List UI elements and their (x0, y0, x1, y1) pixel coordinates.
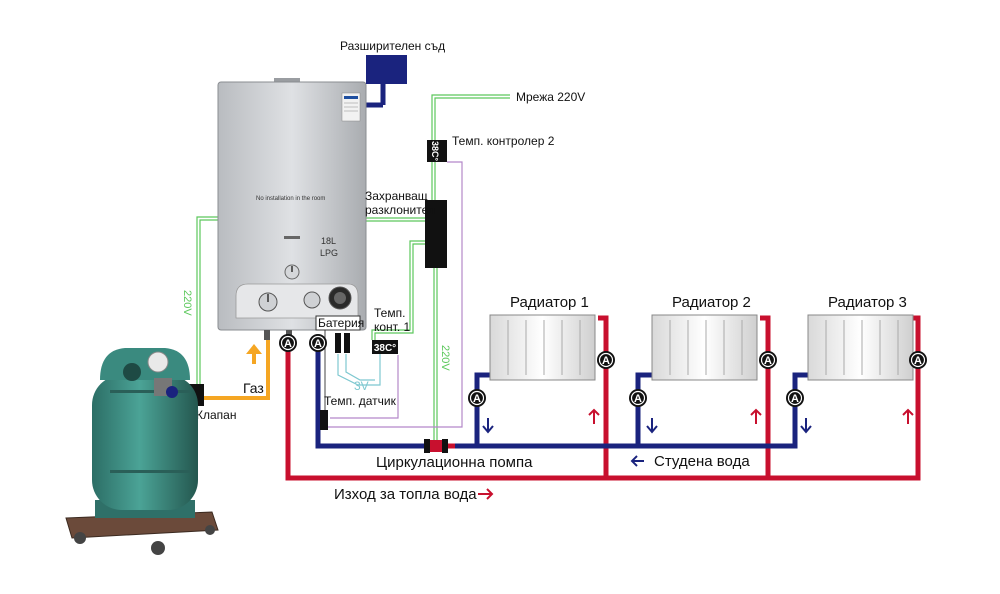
heater-model-line1: 18L (321, 236, 336, 246)
signal-lines (325, 161, 463, 428)
v220-mid-label: 220V (439, 345, 451, 371)
temp-controller-1-label-1: Темп. (374, 306, 405, 320)
power-splitter-label-2: разклонител (365, 203, 435, 217)
arrow-down-icon (482, 418, 494, 434)
arrow-left-icon (630, 455, 644, 467)
expansion-tank-label: Разширителен съд (340, 39, 445, 53)
gas-arrow-icon (246, 344, 262, 364)
svg-text:A: A (602, 355, 610, 367)
controller-2-display: 38C° (430, 141, 440, 162)
svg-text:A: A (314, 338, 322, 350)
heater-warning-text: No installation in the room (256, 196, 325, 202)
temp-controller-1-label-2: конт. 1 (374, 320, 411, 334)
battery-label: Батерия (318, 316, 364, 330)
controller-1-display: 38C° (374, 343, 396, 354)
gas-water-heater: No installation in the room 18L LPG (217, 78, 367, 340)
v220-left-label: 220V (181, 290, 193, 316)
temp-controller-2 (427, 140, 447, 162)
mains-label: Мрежа 220V (516, 90, 585, 104)
power-lines (196, 94, 510, 440)
svg-text:A: A (764, 355, 772, 367)
voltage-3v-label: 3V (354, 379, 369, 393)
cold-water-label: Студена вода (654, 453, 750, 470)
temp-controller-2-label: Темп. контролер 2 (452, 134, 555, 148)
gauge-icon: A (909, 351, 927, 369)
gauge-icon: A (786, 389, 804, 407)
svg-text:A: A (791, 393, 799, 405)
power-splitter-label-1: Захранващ (365, 189, 428, 203)
gauge-icon: A (759, 351, 777, 369)
radiator-3-label: Радиатор 3 (828, 294, 907, 311)
gauge-icon: A (468, 389, 486, 407)
arrow-up-icon (588, 408, 600, 424)
temp-controller-1 (372, 340, 398, 354)
gas-cylinder (65, 348, 219, 555)
radiator-2 (651, 314, 758, 381)
arrow-up-icon (750, 408, 762, 424)
sensor-lines (337, 354, 381, 386)
battery-icon (335, 333, 350, 353)
temp-sensor-label: Темп. датчик (324, 394, 397, 408)
svg-text:A: A (914, 355, 922, 367)
svg-text:A: A (634, 393, 642, 405)
gauge-icon: A (597, 351, 615, 369)
arrow-down-icon (646, 418, 658, 434)
radiator-1-label: Радиатор 1 (510, 294, 589, 311)
gas-label: Газ (243, 380, 264, 396)
circulation-pump-label: Циркулационна помпа (376, 454, 533, 471)
hot-water-out-label: Изход за топла вода (334, 486, 477, 503)
radiator-2-label: Радиатор 2 (672, 294, 751, 311)
valve-label: Клапан (196, 408, 236, 422)
temp-sensor (320, 410, 328, 430)
cold-water-pipes (315, 84, 808, 449)
heater-knob-right-icon (303, 291, 321, 309)
gauge-icon: A (629, 389, 647, 407)
gauge-icon: A (279, 334, 297, 352)
circulation-pump (424, 439, 448, 453)
power-splitter (425, 200, 447, 268)
radiator-3 (807, 314, 914, 381)
arrow-up-icon (902, 408, 914, 424)
heater-model-line2: LPG (320, 248, 338, 258)
arrow-down-icon (800, 418, 812, 434)
radiator-1 (489, 314, 596, 381)
gauge-icon: A (309, 334, 327, 352)
expansion-tank (366, 55, 407, 84)
arrow-right-icon (478, 488, 494, 500)
svg-text:A: A (473, 393, 481, 405)
svg-text:A: A (284, 338, 292, 350)
